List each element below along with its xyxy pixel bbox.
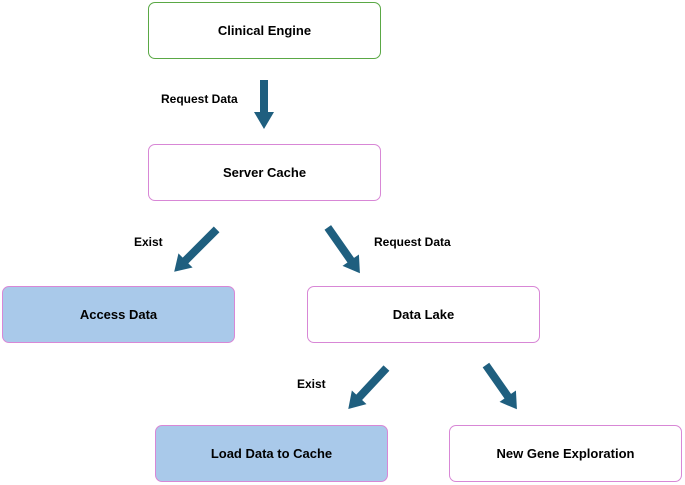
arrow-clinical-to-server xyxy=(254,80,274,129)
exist-edge-label-2: Exist xyxy=(297,377,326,391)
load-data-to-cache-box: Load Data to Cache xyxy=(155,425,388,482)
data-lake-label: Data Lake xyxy=(392,307,455,322)
clinical-engine-label: Clinical Engine xyxy=(217,23,312,38)
request-data-edge-label-2: Request Data xyxy=(374,235,451,249)
new-gene-exploration-box: New Gene Exploration xyxy=(449,425,682,482)
request-data-edge-label: Request Data xyxy=(161,92,238,106)
server-cache-label: Server Cache xyxy=(222,165,307,180)
exist-edge-label: Exist xyxy=(134,235,163,249)
access-data-box: Access Data xyxy=(2,286,235,343)
arrow-server-to-access xyxy=(174,226,220,272)
data-lake-box: Data Lake xyxy=(307,286,540,343)
access-data-label: Access Data xyxy=(79,307,158,322)
arrow-server-to-lake xyxy=(324,225,360,274)
arrow-lake-to-load xyxy=(348,365,390,410)
arrow-lake-to-gene xyxy=(482,362,517,410)
new-gene-exploration-label: New Gene Exploration xyxy=(496,446,635,461)
server-cache-box: Server Cache xyxy=(148,144,381,201)
clinical-engine-box: Clinical Engine xyxy=(148,2,381,59)
load-data-to-cache-label: Load Data to Cache xyxy=(210,446,333,461)
